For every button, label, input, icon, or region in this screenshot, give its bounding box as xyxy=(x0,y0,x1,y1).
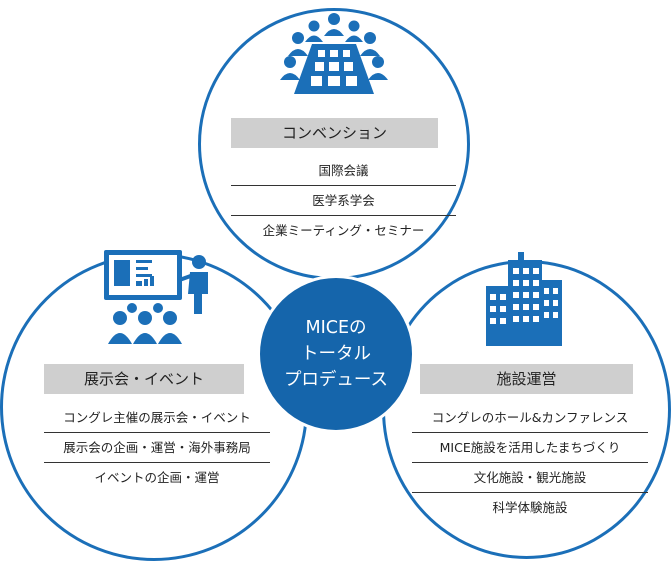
list-item: 企業ミーティング・セミナー xyxy=(262,223,425,238)
center-line: プロデュース xyxy=(283,370,389,390)
list-item: コングレのホール&カンファレンス xyxy=(412,403,648,433)
exhibition-circle xyxy=(0,253,308,561)
facility-title: 施設運営 xyxy=(420,364,633,394)
convention-list: 国際会議 医学系学会 企業ミーティング・セミナー xyxy=(231,156,456,245)
office-buildings-icon xyxy=(486,252,562,346)
center-line: トータル xyxy=(301,344,371,364)
list-item: イベントの企画・運営 xyxy=(94,470,220,485)
exhibition-title: 展示会・イベント xyxy=(44,364,244,394)
conference-table-icon xyxy=(280,13,388,94)
exhibition-list: コングレ主催の展示会・イベント 展示会の企画・運営・海外事務局 イベントの企画・… xyxy=(44,403,270,492)
list-item: 科学体験施設 xyxy=(492,500,568,515)
list-item: MICE施設を活用したまちづくり xyxy=(412,433,648,463)
list-item: 展示会の企画・運営・海外事務局 xyxy=(44,433,270,463)
list-item: 医学系学会 xyxy=(231,186,456,216)
list-item: 国際会議 xyxy=(231,156,456,186)
facility-list: コングレのホール&カンファレンス MICE施設を活用したまちづくり 文化施設・観… xyxy=(412,403,648,522)
center-circle: MICEの トータル プロデュース xyxy=(257,275,415,433)
convention-title: コンベンション xyxy=(231,118,438,148)
list-item: コングレ主催の展示会・イベント xyxy=(44,403,270,433)
presentation-audience-icon xyxy=(104,250,208,344)
list-item: 文化施設・観光施設 xyxy=(412,463,648,493)
center-line: MICEの xyxy=(305,318,367,338)
